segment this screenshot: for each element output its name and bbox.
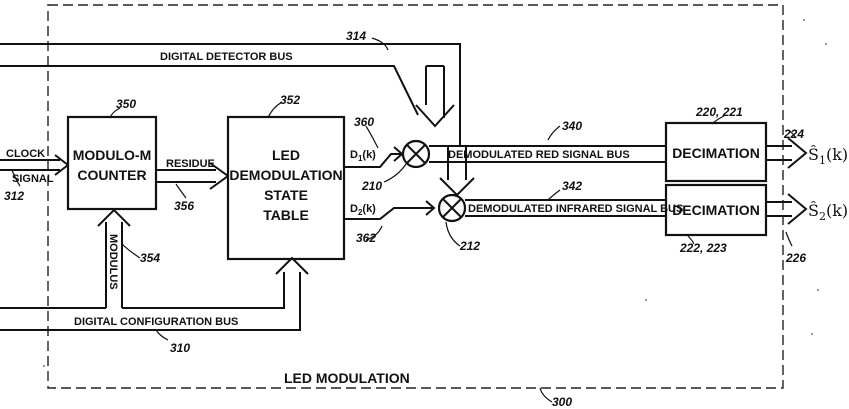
ref-354: 354: [140, 251, 160, 265]
ref-224: 224: [783, 127, 804, 141]
s2-output-name: Ŝ2(k): [808, 200, 848, 223]
digital-configuration-bus-label: DIGITAL CONFIGURATION BUS: [74, 316, 238, 328]
table-text-line1: LED: [272, 147, 300, 163]
ref-212: 212: [459, 239, 480, 253]
ref-362: 362: [356, 231, 376, 245]
clock-signal-label-line1: CLOCK: [6, 148, 45, 160]
mixer-212: [439, 195, 465, 221]
residue-label: RESIDUE: [166, 158, 215, 170]
detector-branch-to-mixer-210: [416, 66, 454, 126]
table-text-line3: STATE: [264, 187, 308, 203]
clock-signal-label-line2: SIGNAL: [12, 173, 54, 185]
ref-226: 226: [785, 251, 806, 265]
ref-356: 356: [174, 199, 194, 213]
ref-300: 300: [552, 395, 572, 409]
digital-detector-bus-label: DIGITAL DETECTOR BUS: [160, 51, 293, 63]
ref-220-221: 220, 221: [695, 105, 743, 119]
ref-312: 312: [4, 189, 24, 203]
mixer-210: [403, 141, 429, 167]
d2-signal-name: D2(k): [350, 203, 376, 217]
modulus-label: MODULUS: [107, 234, 119, 290]
output-s1-arrow: [766, 138, 806, 168]
decimation-top-text: DECIMATION: [672, 145, 760, 161]
demodulated-red-signal-bus-label: DEMODULATED RED SIGNAL BUS: [448, 149, 630, 161]
ref-310: 310: [170, 341, 190, 355]
ref-352: 352: [280, 93, 300, 107]
table-text-line2: DEMODULATION: [229, 167, 342, 183]
ref-342: 342: [562, 179, 582, 193]
d1-signal-name: D1(k): [350, 149, 376, 163]
led-modulation-label: LED MODULATION: [284, 370, 410, 386]
counter-text-line2: COUNTER: [77, 167, 146, 183]
s1-output-name: Ŝ1(k): [808, 144, 848, 167]
modulo-m-counter-block: [68, 117, 156, 209]
ref-360: 360: [354, 115, 374, 129]
output-s2-arrow: [766, 194, 806, 224]
ref-314: 314: [346, 29, 366, 43]
demodulated-infrared-signal-bus-label: DEMODULATED INFRARED SIGNAL BUS: [468, 203, 683, 215]
decimation-bottom-text: DECIMATION: [672, 202, 760, 218]
ref-350: 350: [116, 97, 136, 111]
counter-text-line1: MODULO-M: [73, 147, 152, 163]
ref-340: 340: [562, 119, 582, 133]
table-text-line4: TABLE: [263, 207, 309, 223]
ref-222-223: 222, 223: [679, 241, 727, 255]
ref-210: 210: [361, 179, 382, 193]
